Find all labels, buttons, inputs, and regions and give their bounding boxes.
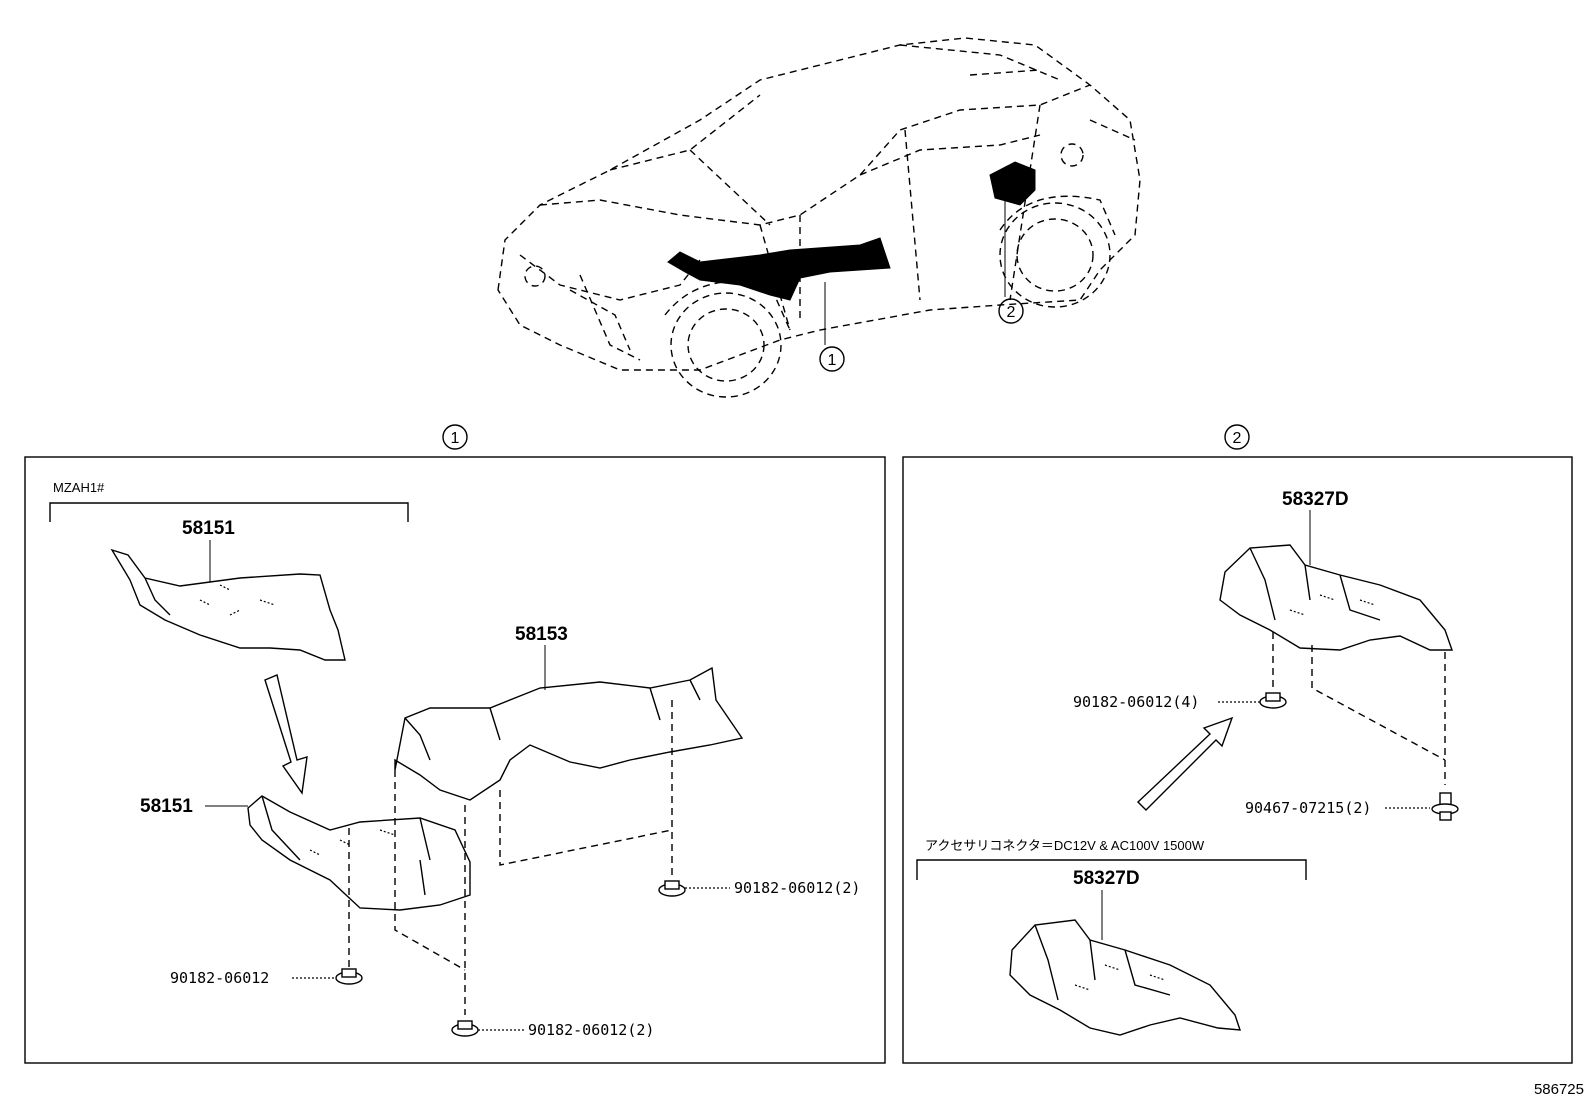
clip-nut-90182-right (658, 880, 686, 897)
panel-2-frame (902, 456, 1573, 1064)
insulator-58151-top (110, 548, 346, 661)
callout-2-panel-header: 2 (1224, 424, 1250, 450)
callout-1-car: 1 (819, 346, 845, 372)
part-label-90182-06012-right: 90182-06012(2) (734, 879, 860, 897)
clip-nut-90182-4 (1259, 692, 1287, 709)
dashed-line-58327D-bottom (1311, 645, 1446, 761)
svg-text:1: 1 (451, 430, 460, 447)
insulator-front-highlight (667, 237, 891, 301)
part-label-58151-top: 58151 (182, 518, 235, 539)
accessory-bracket (916, 859, 1307, 880)
assembly-arrow-down (264, 674, 308, 795)
part-label-58327D-top: 58327D (1282, 489, 1349, 510)
insulator-58151-bottom (247, 795, 471, 911)
clip-nut-90182-bottom (451, 1020, 479, 1037)
clip-nut-90182-single (335, 968, 363, 985)
diagram-id: 586725 (1534, 1081, 1584, 1098)
callout-number-2: 2 (1007, 304, 1016, 321)
panel-1-frame (24, 456, 886, 1064)
assembly-arrow-up-right (1136, 716, 1234, 811)
part-label-90467-07215: 90467-07215(2) (1245, 799, 1371, 817)
part-label-58327D-bottom: 58327D (1073, 868, 1140, 889)
part-label-58151-bottom: 58151 (140, 796, 193, 817)
accessory-connector-label: アクセサリコネクタ＝DC12V & AC100V 1500W (925, 838, 1205, 853)
insulator-rear-highlight (989, 161, 1036, 206)
insulator-58153 (394, 666, 744, 801)
part-label-90182-06012-single: 90182-06012 (170, 969, 269, 987)
insulator-58327D-bottom (1009, 919, 1242, 1036)
part-label-58153: 58153 (515, 624, 568, 645)
callout-2-car: 2 (998, 298, 1024, 324)
variant-bracket (49, 502, 409, 522)
callout-number-1: 1 (828, 352, 837, 369)
dashed-line-clip2a (394, 770, 466, 971)
svg-text:2: 2 (1233, 430, 1242, 447)
dashed-line-58153-bottom (499, 790, 673, 866)
part-label-90182-06012-bottom: 90182-06012(2) (528, 1021, 654, 1039)
car-overview (497, 37, 1141, 398)
part-label-90182-06012-4: 90182-06012(4) (1073, 693, 1199, 711)
variant-label-mzah1: MZAH1# (53, 480, 105, 495)
callout-1-panel-header: 1 (442, 424, 468, 450)
clip-90467 (1431, 792, 1459, 821)
insulator-58327D-top (1219, 544, 1453, 651)
